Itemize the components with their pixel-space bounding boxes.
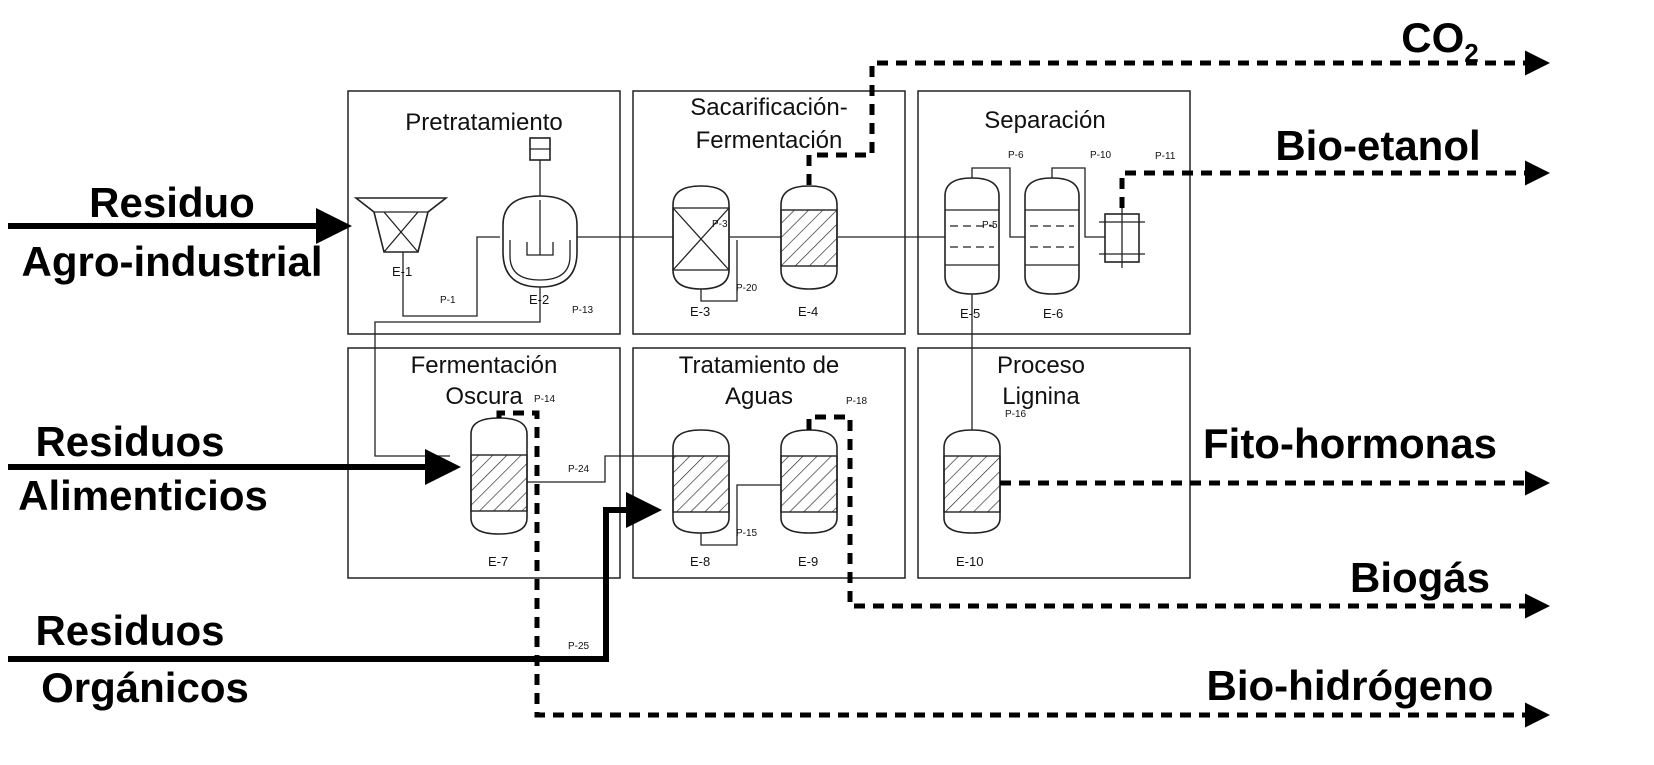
output-label-biogas: Biogás xyxy=(1350,554,1490,601)
input-label-alimenticios: Alimenticios xyxy=(18,472,268,519)
pipe-p13 xyxy=(374,287,541,457)
pipe-tag-p11: P-11 xyxy=(1155,151,1176,162)
equipment-tag-e8: E-8 xyxy=(690,554,710,569)
area-title-tratamiento-aguas-1: Tratamiento de xyxy=(679,352,840,379)
equipment-e6-column xyxy=(1024,177,1080,295)
output-label-fitohormonas: Fito-hormonas xyxy=(1203,420,1497,467)
equipment-tag-e5: E-5 xyxy=(960,306,980,321)
pipe-tag-p20: P-20 xyxy=(736,283,758,294)
output-arrow-biohidrogeno xyxy=(496,410,1550,728)
pipe-tag-p13: P-13 xyxy=(572,305,594,316)
input-label-residuos-1: Residuos xyxy=(35,418,224,465)
area-box-tratamiento-aguas xyxy=(632,347,906,579)
equipment-tag-e10: E-10 xyxy=(956,554,983,569)
equipment-tag-e6: E-6 xyxy=(1043,306,1063,321)
equipment-e10-reactor xyxy=(943,429,1001,534)
input-label-organicos: Orgánicos xyxy=(41,664,249,711)
equipment-tag-e1: E-1 xyxy=(392,264,412,279)
output-arrow-bioetanol xyxy=(1119,160,1550,208)
output-arrow-co2 xyxy=(806,50,1550,185)
equipment-e1-hopper xyxy=(353,197,449,253)
area-title-tratamiento-aguas-2: Aguas xyxy=(725,383,793,410)
output-label-bioetanol: Bio-etanol xyxy=(1275,122,1480,169)
pipe-p10 xyxy=(1051,167,1105,238)
equipment-e5-column xyxy=(944,177,1000,295)
area-title-fermentacion-oscura-2: Oscura xyxy=(445,383,523,410)
equipment-tag-e9: E-9 xyxy=(798,554,818,569)
pipe-tag-p14: P-14 xyxy=(534,394,556,405)
input-label-residuos-2: Residuos xyxy=(35,607,224,654)
pipe-p20 xyxy=(700,240,738,302)
pipe-tag-p24: P-24 xyxy=(568,464,590,475)
area-title-sacarificacion-1: Sacarificación- xyxy=(690,94,847,121)
output-label-co2: CO2 xyxy=(1401,14,1478,68)
area-title-fermentacion-oscura-1: Fermentación xyxy=(411,352,558,379)
equipment-e7-fermenter xyxy=(470,417,528,535)
area-title-separacion: Separación xyxy=(984,107,1105,134)
area-title-proceso-lignina-2: Lignina xyxy=(1002,383,1080,410)
pipe-tag-p10: P-10 xyxy=(1090,150,1112,161)
area-box-separacion xyxy=(917,90,1191,335)
equipment-membrane-filter xyxy=(1099,208,1145,268)
pipe-p15 xyxy=(700,484,781,546)
area-title-pretratamiento: Pretratamiento xyxy=(405,109,562,136)
equipment-e8-reactor xyxy=(672,429,730,534)
output-arrow-biogas xyxy=(806,414,1550,619)
pipe-tag-p15: P-15 xyxy=(736,528,758,539)
input-label-agro-industrial: Agro-industrial xyxy=(22,238,323,285)
equipment-e2-stirred-reactor xyxy=(502,137,578,288)
pipe-tag-p3: P-3 xyxy=(712,219,728,230)
area-title-sacarificacion-2: Fermentación xyxy=(696,127,843,154)
pipe-p6 xyxy=(971,167,1025,238)
input-arrow-residuos-organicos xyxy=(8,492,662,662)
pipe-tag-p18: P-18 xyxy=(846,396,868,407)
area-box-fermentacion-oscura xyxy=(347,347,621,579)
equipment-e4-fermenter xyxy=(780,185,838,290)
equipment-tag-e3: E-3 xyxy=(690,304,710,319)
pipe-p24 xyxy=(527,455,673,483)
equipment-tag-e4: E-4 xyxy=(798,304,818,319)
equipment-tag-e7: E-7 xyxy=(488,554,508,569)
equipment-e9-digester xyxy=(780,429,838,534)
equipment-tag-e2: E-2 xyxy=(529,292,549,307)
area-title-proceso-lignina-1: Proceso xyxy=(997,352,1085,379)
area-box-sacarificacion xyxy=(632,90,906,335)
equipment-e3-packed-column xyxy=(672,185,730,290)
output-label-biohidrogeno: Bio-hidrógeno xyxy=(1207,662,1494,709)
pipe-tag-p25: P-25 xyxy=(568,641,590,652)
pipe-tag-p5: P-5 xyxy=(982,220,998,231)
pipe-tag-p1: P-1 xyxy=(440,295,456,306)
pipe-p1 xyxy=(402,236,500,317)
input-label-residuo: Residuo xyxy=(89,179,255,226)
pipe-tag-p16: P-16 xyxy=(1005,409,1027,420)
pipe-tag-p6: P-6 xyxy=(1008,150,1024,161)
area-box-proceso-lignina xyxy=(917,347,1191,579)
